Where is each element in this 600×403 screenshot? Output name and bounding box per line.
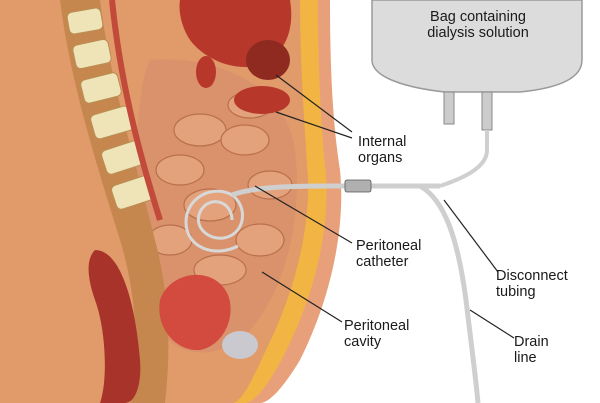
spinal-cord [109, 0, 163, 221]
dialysis-bag [371, 0, 583, 131]
peritoneal-cavity-line1: Peritoneal [344, 318, 410, 334]
spine [60, 0, 169, 403]
bag-label-line2: dialysis solution [427, 25, 529, 41]
stomach-organ [246, 40, 290, 80]
leader-lines [254, 74, 515, 339]
small-organ [196, 56, 216, 88]
pelvic-organ [222, 331, 258, 359]
catheter-coil [184, 189, 244, 253]
drain-line-line1: Drain [514, 334, 549, 350]
drain-line-tube [418, 183, 481, 403]
kidney-organ [234, 86, 290, 114]
bag-outlet-tube [439, 130, 489, 188]
drain-line-line2: line [514, 350, 537, 366]
drain-line-label: Drain line [514, 334, 549, 366]
peritoneal-cavity-line2: cavity [344, 334, 382, 350]
rectum-organ [88, 250, 141, 403]
catheter-connector [344, 179, 372, 193]
bladder-organ [159, 274, 231, 351]
internal-organs-line2: organs [358, 150, 403, 166]
peritoneal-catheter-label: Peritoneal catheter [356, 238, 421, 270]
internal-organs-line1: Internal [358, 134, 407, 150]
bag-label: Bag containing dialysis solution [398, 9, 558, 41]
disconnect-tubing-line2: tubing [496, 284, 536, 300]
peritoneal-catheter-line1: Peritoneal [356, 238, 422, 254]
bag-label-line1: Bag containing [430, 9, 526, 25]
internal-organs-label: Internal organs [358, 134, 406, 166]
disconnect-tubing-line1: Disconnect [496, 268, 568, 284]
peritoneal-catheter-tube [231, 183, 420, 198]
peritoneal-cavity-label: Peritoneal cavity [344, 318, 409, 350]
peritoneal-catheter-line2: catheter [356, 254, 409, 270]
disconnect-tubing-label: Disconnect tubing [496, 268, 568, 300]
